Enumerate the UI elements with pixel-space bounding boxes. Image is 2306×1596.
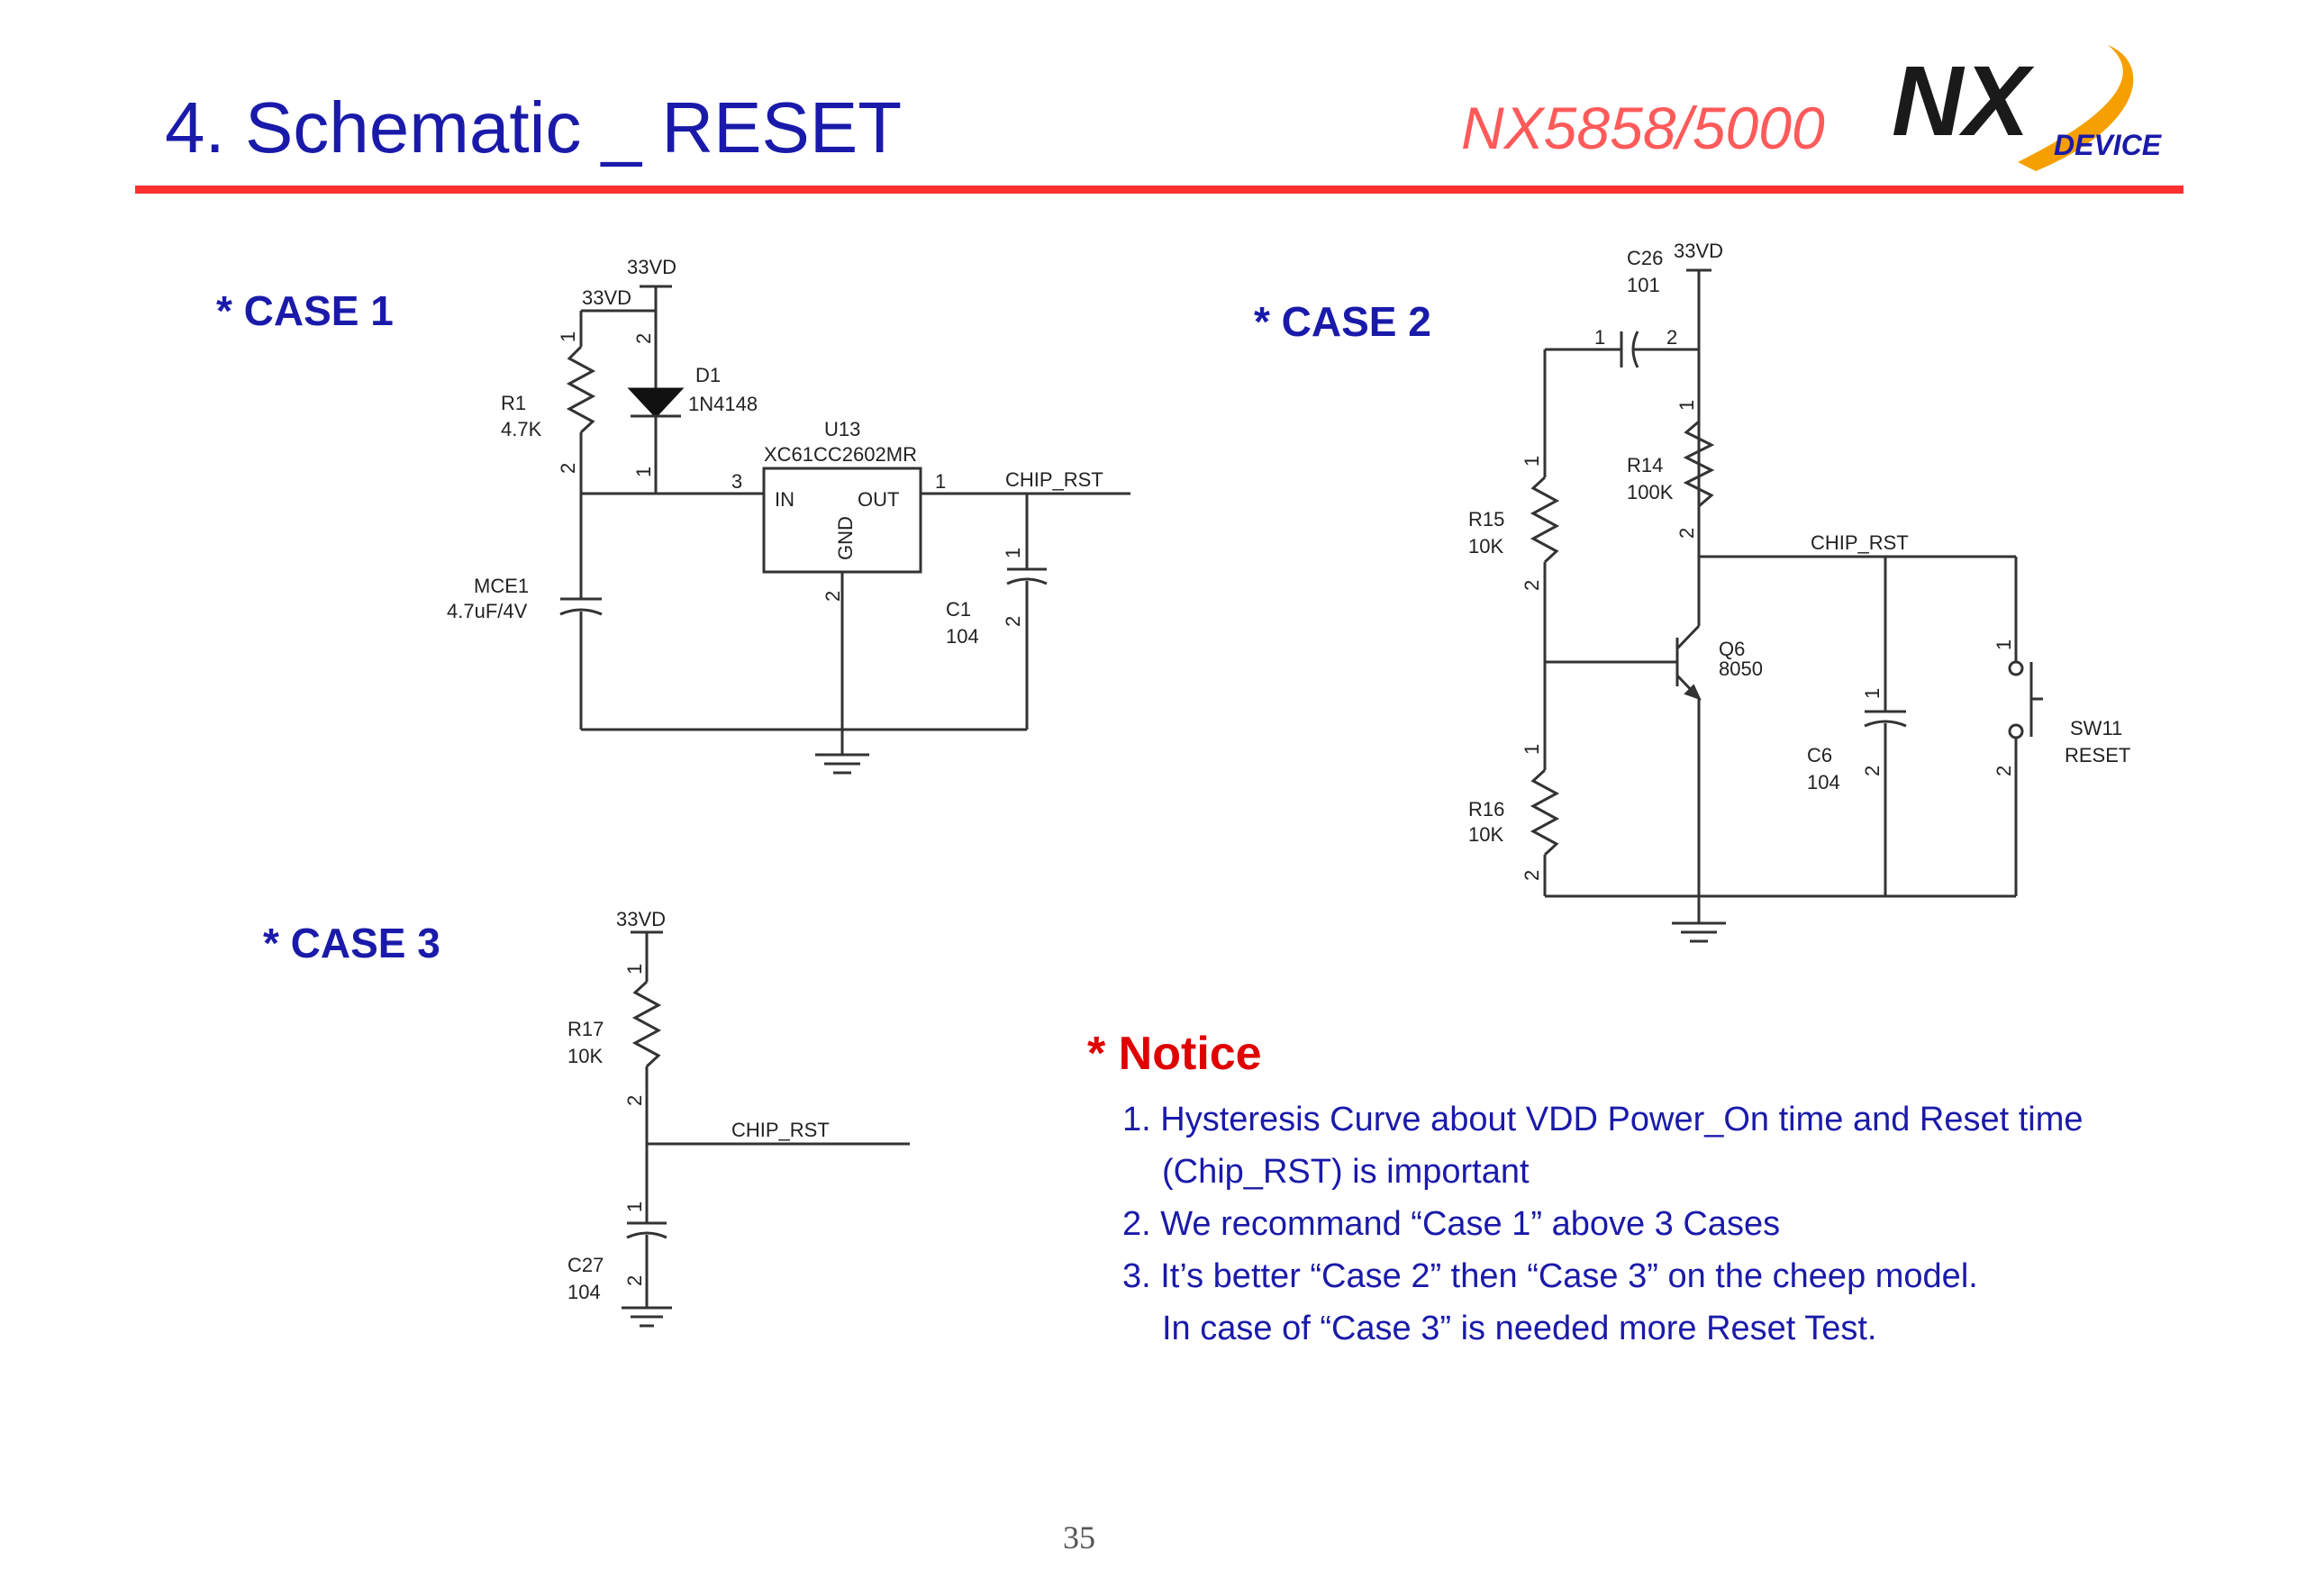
case2-sw-pin-1: 1 xyxy=(1993,639,2015,650)
case3-c27-value: 104 xyxy=(567,1281,601,1303)
case2-r14-name: R14 xyxy=(1627,454,1663,476)
notice-line-3: 2. We recommand “Case 1” above 3 Cases xyxy=(1122,1205,1781,1243)
header-divider xyxy=(135,186,2183,194)
case1-pin-gnd: GND xyxy=(834,516,857,560)
case2-r15-pin-2: 2 xyxy=(1521,580,1543,591)
case3-c27-name: C27 xyxy=(567,1254,604,1276)
case2-net-label: CHIP_RST xyxy=(1811,531,1909,554)
case2-r16-name: R16 xyxy=(1468,798,1504,821)
case2-r14-pin-1: 1 xyxy=(1675,400,1698,411)
case1-mce1-name: MCE1 xyxy=(474,575,529,597)
page-number: 35 xyxy=(1063,1519,1095,1555)
case2-c26-pin-2: 2 xyxy=(1666,326,1677,349)
case2-r15-pin-1: 1 xyxy=(1521,456,1543,467)
case1-c1-value: 104 xyxy=(946,625,979,648)
page-title: 4. Schematic _ RESET xyxy=(165,87,903,168)
d1-diode xyxy=(627,387,685,419)
case1-mce1-value: 4.7uF/4V xyxy=(447,600,528,622)
case1-label: * CASE 1 xyxy=(216,287,394,334)
notice-title: * Notice xyxy=(1087,1028,1262,1080)
case1-circuit xyxy=(559,285,1130,775)
case2-c6-pin-2: 2 xyxy=(1861,766,1884,776)
case1-r1-value: 4.7K xyxy=(501,418,542,440)
case3-vdd: 33VD xyxy=(616,908,666,930)
case2-c6-value: 104 xyxy=(1807,771,1840,793)
case2-vdd: 33VD xyxy=(1674,240,1723,262)
case3-c27-pin-2: 2 xyxy=(623,1275,646,1286)
case1-d1-pin-2: 2 xyxy=(632,333,655,344)
case1-pin-3: 3 xyxy=(731,470,742,493)
case2-r15-value: 10K xyxy=(1468,535,1503,558)
case3-circuit xyxy=(622,930,910,1328)
notice-line-4: 3. It’s better “Case 2” then “Case 3” on… xyxy=(1122,1257,1978,1295)
case3-r17-value: 10K xyxy=(567,1045,603,1067)
logo-device-text: DEVICE xyxy=(2054,129,2163,161)
case3-r17-name: R17 xyxy=(567,1018,604,1040)
case1-d1-value: 1N4148 xyxy=(688,393,758,415)
r15-resistor xyxy=(1530,476,1560,564)
case2-r16-pin-2: 2 xyxy=(1521,870,1543,881)
case2-c6-pin-1: 1 xyxy=(1861,688,1884,699)
case2-r14-value: 100K xyxy=(1627,481,1674,503)
case1-gnd-pin-2: 2 xyxy=(822,591,844,602)
case1-c1-pin-2: 2 xyxy=(1002,616,1024,627)
case3-r17-pin-2: 2 xyxy=(623,1095,646,1106)
case2-r15-name: R15 xyxy=(1468,508,1504,530)
case3-r17-pin-1: 1 xyxy=(623,964,646,975)
case1-c1-pin-1: 1 xyxy=(1002,548,1024,558)
case1-r1-name: R1 xyxy=(501,392,526,414)
case1-pin-out: OUT xyxy=(858,488,899,511)
case1-c1-name: C1 xyxy=(946,598,971,621)
case1-vdd-top: 33VD xyxy=(627,256,676,278)
case2-r14-pin-2: 2 xyxy=(1675,528,1698,539)
case3-net-label: CHIP_RST xyxy=(731,1119,830,1141)
case2-c26-pin-1: 1 xyxy=(1594,326,1605,349)
case2-c26-name: C26 xyxy=(1627,247,1663,269)
case2-sw-value: RESET xyxy=(2065,744,2130,766)
case2-q6-name: Q6 xyxy=(1719,638,1745,660)
case2-r16-pin-1: 1 xyxy=(1521,744,1543,755)
case1-u13-name: U13 xyxy=(824,418,860,440)
case3-c27-pin-1: 1 xyxy=(623,1202,646,1212)
case2-c6-name: C6 xyxy=(1807,744,1832,766)
case2-c26-value: 101 xyxy=(1627,274,1660,296)
case1-u13-value: XC61CC2602MR xyxy=(764,443,917,466)
r16-resistor xyxy=(1530,768,1560,857)
r14-resistor xyxy=(1683,420,1715,508)
case2-sw-name: SW11 xyxy=(2070,717,2122,739)
notice-line-1: 1. Hysteresis Curve about VDD Power_On t… xyxy=(1122,1101,2084,1138)
r17-resistor xyxy=(631,980,662,1068)
case1-pin-1: 1 xyxy=(935,470,946,493)
case1-r1-pin-2: 2 xyxy=(557,463,579,474)
case2-circuit xyxy=(1530,268,2043,943)
case2-sw-pin-2: 2 xyxy=(1993,766,2015,776)
model-number: NX5858/5000 xyxy=(1461,95,1825,161)
r1-resistor xyxy=(566,345,596,434)
nx-device-logo: NX DEVICE xyxy=(1892,45,2163,171)
notice-line-2: (Chip_RST) is important xyxy=(1162,1153,1530,1191)
logo-nx-text: NX xyxy=(1892,46,2034,157)
notice-line-5: In case of “Case 3” is needed more Reset… xyxy=(1162,1310,1877,1347)
case2-q6-value: 8050 xyxy=(1719,657,1763,680)
case1-d1-pin-1: 1 xyxy=(632,467,655,477)
logo-swoosh-icon xyxy=(2018,45,2134,171)
case3-label: * CASE 3 xyxy=(263,920,440,966)
case2-label: * CASE 2 xyxy=(1254,298,1431,345)
case1-net-label: CHIP_RST xyxy=(1005,468,1103,491)
case1-d1-name: D1 xyxy=(695,364,721,386)
case1-vdd-left: 33VD xyxy=(582,286,631,309)
case1-pin-in: IN xyxy=(775,488,794,511)
case2-r16-value: 10K xyxy=(1468,823,1503,846)
case1-r1-pin-1: 1 xyxy=(557,331,579,342)
